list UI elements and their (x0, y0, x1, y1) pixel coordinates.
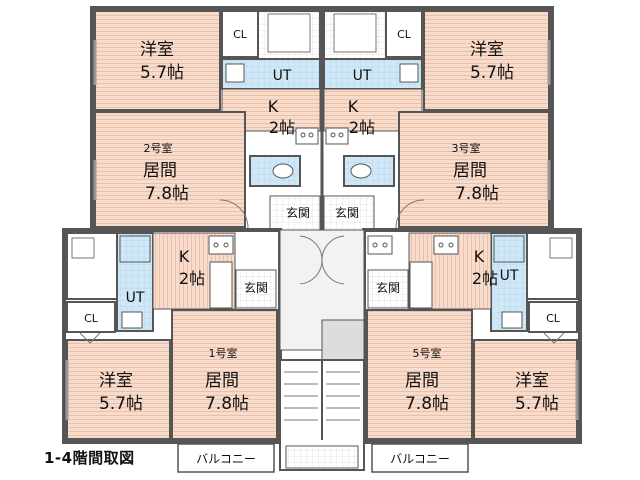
unit3-ut-label: UT (353, 68, 372, 84)
unit2-ut-label: UT (273, 68, 292, 84)
unit3-entrance (323, 195, 375, 231)
unit1-ut-label: UT (126, 290, 145, 306)
unit3-living-size: 7.8帖 (455, 184, 499, 204)
balcony-left (177, 443, 275, 473)
unit5-closet (528, 301, 578, 333)
unit1-closet-label: CL (84, 312, 99, 325)
upper-block (90, 6, 554, 232)
unit5-closet-label: CL (546, 312, 561, 325)
unit3-living-name: 居間 (453, 161, 487, 181)
unit2-closet-label: CL (233, 28, 248, 41)
balcony-right-label: バルコニー (390, 452, 450, 466)
lower-block (62, 228, 582, 444)
unit1-living (171, 309, 278, 440)
unit5-western-name: 洋室 (515, 371, 549, 391)
unit5-living-name: 居間 (405, 371, 439, 391)
unit2-kitchen-size: 2帖 (269, 118, 295, 137)
unit5-western-size: 5.7帖 (515, 394, 559, 414)
unit2-living (94, 111, 246, 228)
unit5-living (366, 309, 473, 440)
unit3-number: 3号室 (452, 141, 481, 155)
unit3-closet-label: CL (397, 28, 412, 41)
balcony-left-label: バルコニー (196, 452, 256, 466)
unit2-entrance-label: 玄関 (286, 205, 310, 220)
unit3-western-name: 洋室 (470, 40, 504, 60)
unit2-living-name: 居間 (143, 161, 177, 181)
unit1-entrance-label: 玄関 (244, 280, 268, 295)
unit1-kitchen-size: 2帖 (179, 269, 205, 288)
common-corridor (279, 229, 365, 471)
stairs (279, 359, 365, 471)
unit2-closet (221, 10, 259, 58)
unit2-number: 2号室 (144, 141, 173, 155)
unit3-closet (385, 10, 423, 58)
unit1-number: 1号室 (209, 346, 238, 360)
floor-plan-caption: 1-4階間取図 (44, 449, 135, 467)
unit1-western-name: 洋室 (99, 371, 133, 391)
unit3-kitchen-name: K (348, 97, 359, 116)
unit1-closet (66, 301, 116, 333)
unit1-kitchen-name: K (179, 247, 190, 266)
unit1-living-size: 7.8帖 (205, 394, 249, 414)
unit3-entrance-label: 玄関 (335, 205, 359, 220)
unit1-western-room (66, 339, 171, 440)
unit3-kitchen-size: 2帖 (349, 118, 375, 137)
unit3-living (398, 111, 550, 228)
unit2-western-room (94, 10, 221, 111)
unit2-entrance (269, 195, 321, 231)
unit2-western-name: 洋室 (140, 40, 174, 60)
unit5-living-size: 7.8帖 (405, 394, 449, 414)
unit5-ut-label: UT (500, 268, 519, 284)
unit5-number: 5号室 (413, 346, 442, 360)
unit3-western-size: 5.7帖 (470, 63, 514, 83)
unit2-living-size: 7.8帖 (145, 184, 189, 204)
unit5-entrance-label: 玄関 (376, 280, 400, 295)
unit5-kitchen-size: 2帖 (472, 269, 498, 288)
unit1-living-name: 居間 (205, 371, 239, 391)
unit3-western-room (423, 10, 550, 111)
unit1-entrance (235, 269, 277, 309)
unit5-kitchen-name: K (474, 247, 485, 266)
unit2-western-size: 5.7帖 (140, 63, 184, 83)
unit5-entrance (367, 269, 409, 309)
unit2-kitchen-name: K (268, 97, 279, 116)
balcony-right (371, 443, 469, 473)
unit1-western-size: 5.7帖 (99, 394, 143, 414)
